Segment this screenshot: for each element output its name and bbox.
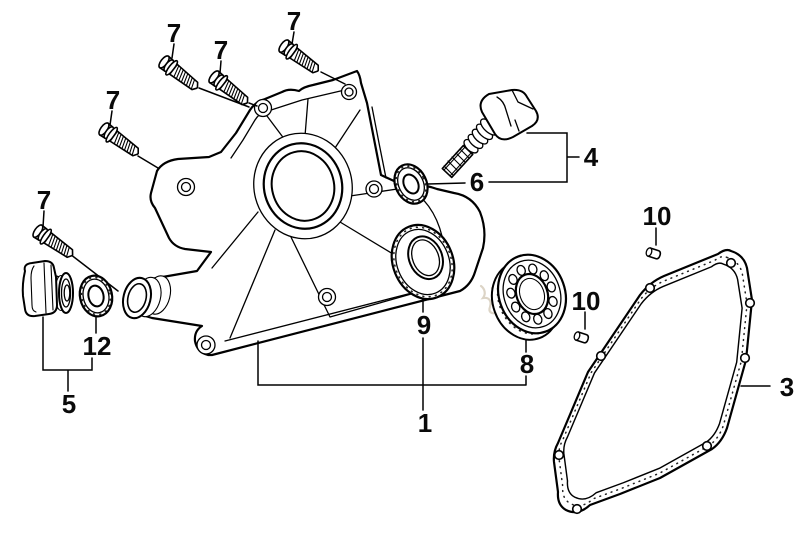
callout-5: 5 — [62, 389, 76, 419]
flange-bolt-4 — [95, 119, 144, 162]
callout-7-e: 7 — [37, 185, 51, 215]
flange-bolt-2 — [205, 67, 254, 111]
oil-filler-dipstick — [441, 88, 539, 179]
ball-bearing — [490, 253, 567, 341]
callout-12: 12 — [83, 331, 112, 361]
callout-10-a: 10 — [643, 201, 672, 231]
callout-7-b: 7 — [214, 35, 228, 65]
filler-cap-seal — [78, 274, 114, 318]
callout-6: 6 — [470, 167, 484, 197]
callout-7-a: 7 — [167, 18, 181, 48]
flange-bolt-1 — [155, 52, 204, 96]
cover-gasket — [552, 248, 756, 515]
oil-filler-cap — [21, 260, 74, 318]
crankcase-cover — [121, 69, 486, 357]
oil-seal — [390, 223, 456, 301]
callout-7-d: 7 — [106, 85, 120, 115]
flange-bolt-3 — [275, 36, 324, 79]
flange-bolt-5 — [29, 221, 79, 264]
callout-7-c: 7 — [287, 6, 301, 36]
callout-9: 9 — [417, 310, 431, 340]
dowel-pin-upper — [644, 246, 663, 261]
callout-3: 3 — [780, 372, 794, 402]
callout-1: 1 — [418, 408, 432, 438]
leader-lines — [42, 31, 771, 411]
dipstick-seal — [393, 163, 429, 205]
callout-10-b: 10 — [572, 286, 601, 316]
callout-labels: 7 7 7 7 7 4 6 10 10 9 8 1 3 12 5 — [37, 6, 794, 438]
callout-8: 8 — [520, 349, 534, 379]
callout-4: 4 — [584, 142, 599, 172]
dowel-pin-lower — [572, 330, 591, 345]
